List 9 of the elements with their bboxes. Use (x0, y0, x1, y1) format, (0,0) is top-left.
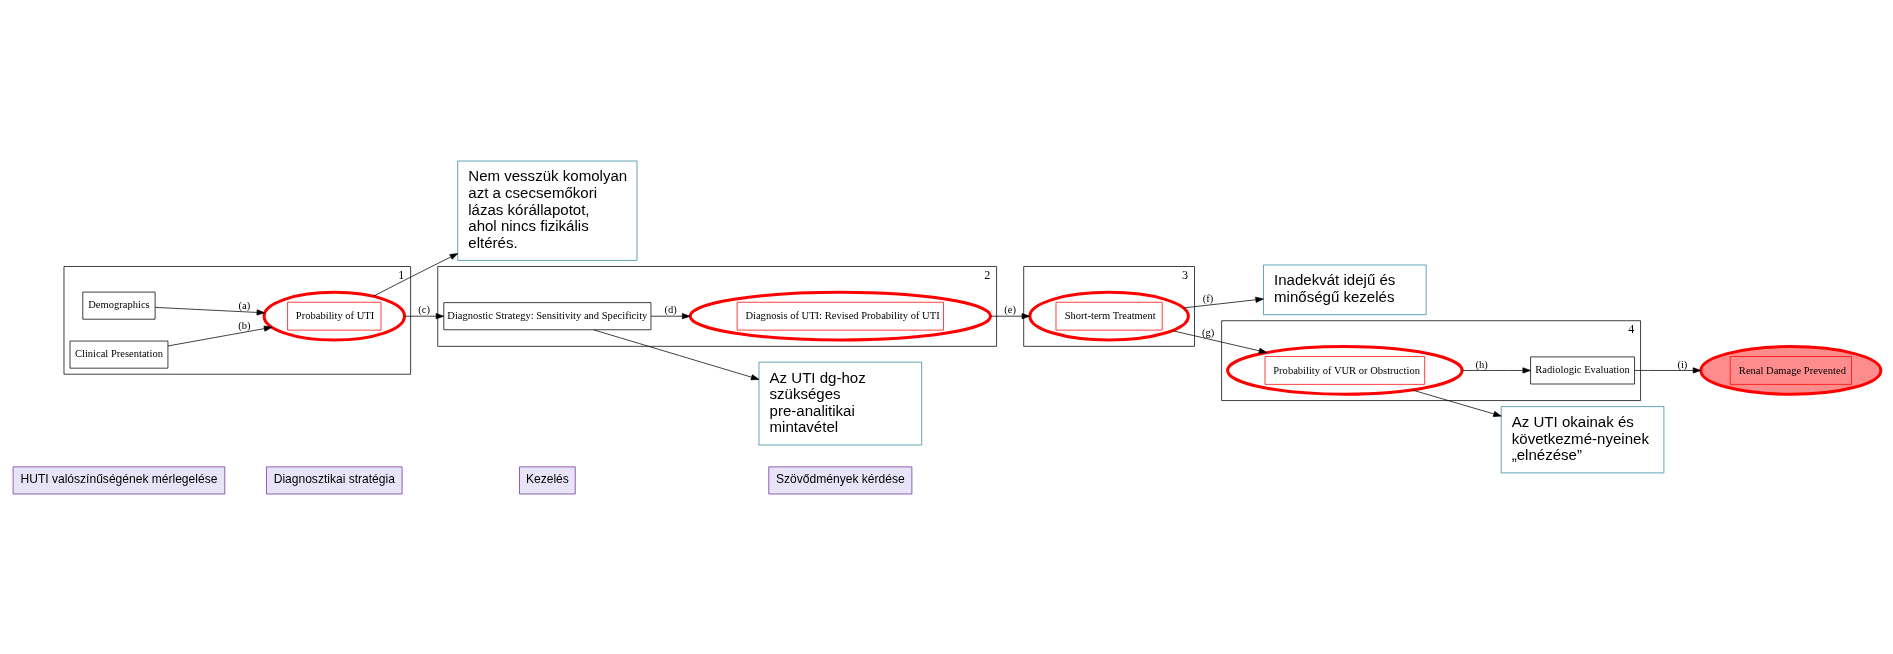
edge-label: (d) (663, 303, 677, 315)
edge-label: (f) (1202, 292, 1213, 304)
edge-label: (b) (237, 319, 251, 331)
edge-label: (e) (1003, 303, 1016, 315)
edge-label: (h) (1474, 358, 1488, 370)
edge-label: (g) (1201, 326, 1214, 338)
edge-label: (c) (417, 303, 430, 315)
edge-label: (i) (1676, 358, 1687, 370)
edge-label: (a) (238, 299, 250, 311)
